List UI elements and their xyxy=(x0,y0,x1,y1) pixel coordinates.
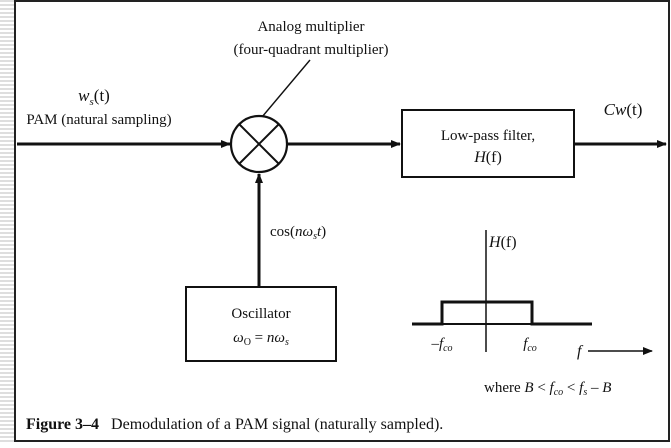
output-signal-label: Cw(t) xyxy=(604,100,643,119)
oscillator-box xyxy=(185,286,337,362)
multiplier-icon xyxy=(229,114,289,174)
low-pass-filter-box xyxy=(401,109,575,178)
multiplier-label-line1: Analog multiplier xyxy=(257,19,364,35)
oscillator-label-line1: Oscillator xyxy=(231,306,290,322)
multiplier-label-line2: (four-quadrant multiplier) xyxy=(233,42,388,58)
response-curve xyxy=(412,300,592,326)
figure-frame: Analog multiplier (four-quadrant multipl… xyxy=(14,0,671,443)
left-margin-stripe xyxy=(0,0,14,443)
negative-cutoff-label: –fco xyxy=(430,336,452,354)
input-signal-label: ws(t) xyxy=(78,86,110,108)
cos-signal-label: cos(nωst) xyxy=(270,224,326,242)
figure-caption-text: Demodulation of a PAM signal (naturally … xyxy=(111,416,443,433)
figure-number: Figure 3–4 xyxy=(26,416,99,433)
filter-label-line1: Low-pass filter, xyxy=(441,128,535,144)
multiplier-pointer-line xyxy=(261,59,311,118)
positive-cutoff-label: fco xyxy=(523,336,537,354)
input-description: PAM (natural sampling) xyxy=(26,112,171,128)
cutoff-condition: where B < fco < fs – B xyxy=(484,380,611,398)
response-title: H(f) xyxy=(488,234,517,251)
outer-border xyxy=(14,0,670,442)
block-diagram: Analog multiplier (four-quadrant multipl… xyxy=(14,0,670,442)
frequency-response-plot: H(f) –fco fco f xyxy=(412,230,653,360)
figure-caption: Figure 3–4 Demodulation of a PAM signal (… xyxy=(26,416,443,433)
oscillator-label-line2: ωO = nωs xyxy=(233,330,289,348)
frequency-axis-label: f xyxy=(577,343,584,360)
filter-label-line2: H(f) xyxy=(473,149,502,166)
